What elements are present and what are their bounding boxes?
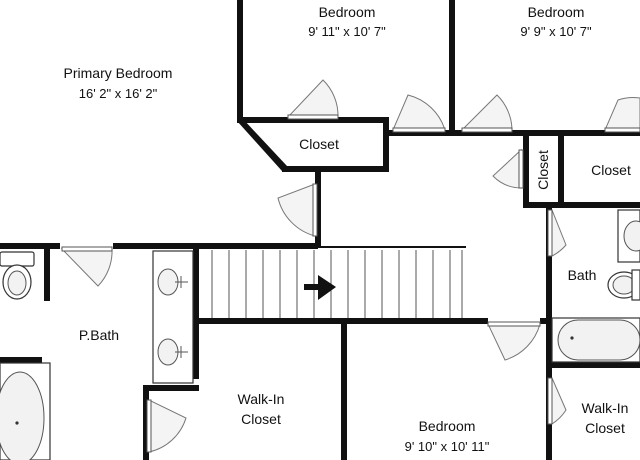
door-primary-bath xyxy=(60,246,113,287)
room-name-walk-in-left-line2: Closet xyxy=(241,411,281,427)
door-bath xyxy=(547,209,567,257)
door-bedroom-bottom xyxy=(487,321,541,361)
door-walk-in-right xyxy=(547,377,567,425)
door-bedroom-top-left-2 xyxy=(392,94,446,133)
room-name-bedroom-top-left: Bedroom xyxy=(319,4,376,20)
room-name-walk-in-left-line1: Walk-In xyxy=(238,391,285,407)
room-name-bath: Bath xyxy=(568,267,597,283)
toilet-icon xyxy=(607,269,640,301)
room-name-closet-left: Closet xyxy=(299,136,339,152)
room-name-closet-middle: Closet xyxy=(535,150,551,190)
bathtub-icon xyxy=(551,317,640,363)
vanity-icon xyxy=(152,250,194,384)
door-walk-in-left xyxy=(146,399,187,453)
room-name-bedroom-bottom: Bedroom xyxy=(419,418,476,434)
room-name-closet-right: Closet xyxy=(591,162,631,178)
fixtures xyxy=(0,209,640,460)
room-size-bedroom-top-right: 9' 9" x 10' 7" xyxy=(520,24,592,39)
room-name-walk-in-right-line1: Walk-In xyxy=(582,400,629,416)
room-name-bedroom-top-right: Bedroom xyxy=(528,4,585,20)
door-closet-middle xyxy=(492,148,524,189)
doors xyxy=(60,79,640,453)
room-name-walk-in-right-line2: Closet xyxy=(585,420,625,436)
room-size-bedroom-bottom: 9' 10" x 10' 11" xyxy=(405,439,490,454)
room-name-primary-bedroom: Primary Bedroom xyxy=(64,65,173,81)
right-arrow-icon xyxy=(304,275,336,300)
stairs xyxy=(196,246,466,320)
sink-icon xyxy=(617,209,640,263)
door-closet-right xyxy=(604,97,640,133)
room-size-primary-bedroom: 16' 2" x 16' 2" xyxy=(79,86,158,101)
door-primary-bedroom xyxy=(277,183,318,237)
room-size-bedroom-top-left: 9' 11" x 10' 7" xyxy=(308,24,386,39)
door-bedroom-top-right xyxy=(460,94,513,133)
bathtub-icon xyxy=(0,362,51,460)
toilet-icon xyxy=(0,251,35,300)
room-name-primary-bath: P.Bath xyxy=(79,327,119,343)
room-labels: Bedroom 9' 11" x 10' 7" Bedroom 9' 9" x … xyxy=(64,4,631,454)
door-bedroom-top-left xyxy=(286,79,339,120)
